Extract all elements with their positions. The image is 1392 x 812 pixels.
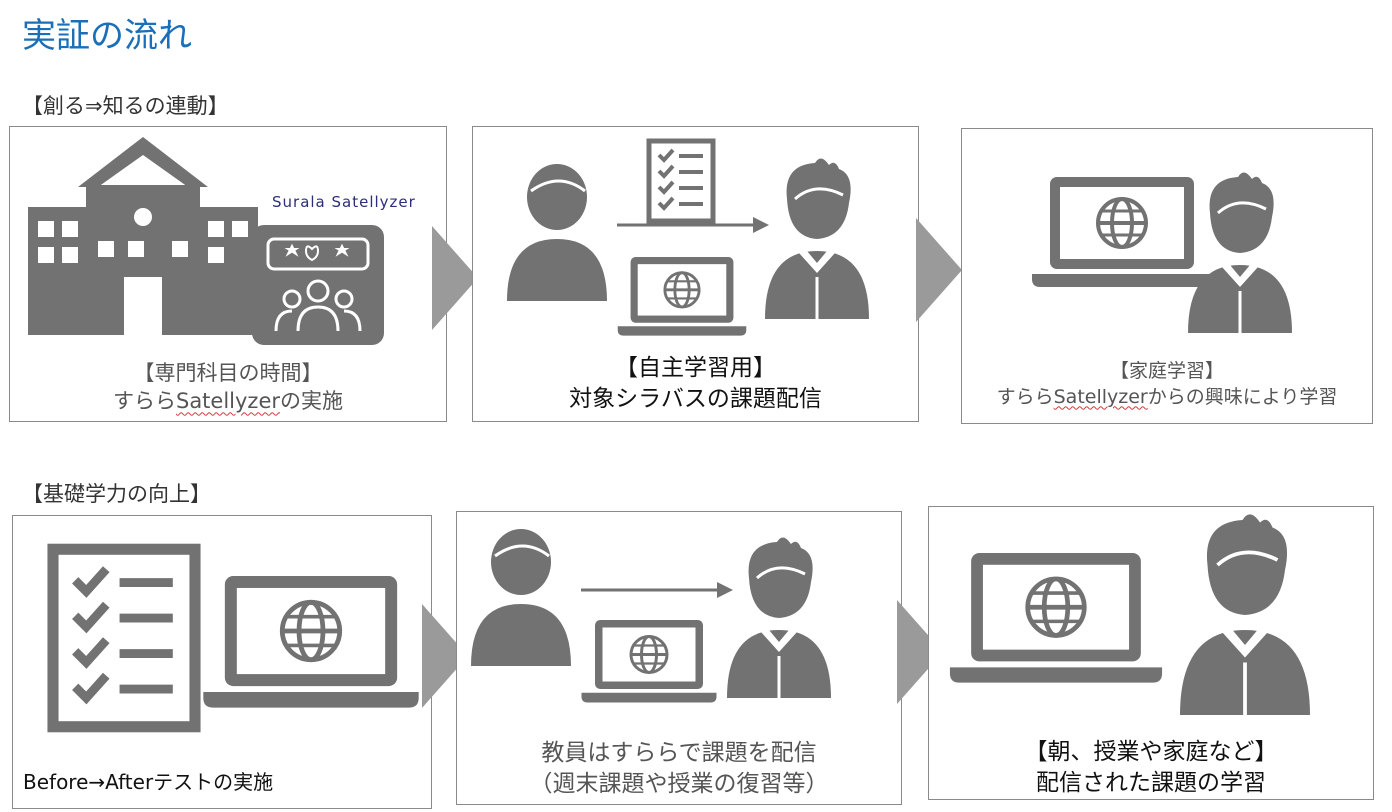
caption-line1: 【家庭学習】 bbox=[1109, 360, 1224, 382]
student-icon bbox=[1178, 512, 1312, 717]
surala-satellyzer-logo: Surala Satellyzer bbox=[272, 193, 416, 211]
caption-line1: 【専門科目の時間】 bbox=[133, 361, 323, 385]
step-box-specialized-subject: Surala Satellyzer 【専門科目の時間】 すららSatellyze… bbox=[9, 126, 447, 422]
laptop-globe-icon bbox=[580, 618, 718, 704]
caption-line1: 【朝、授業や家庭など】 bbox=[1024, 739, 1278, 765]
step-caption: 教員はすららで課題を配信 （週末課題や授業の復習等） bbox=[457, 738, 901, 800]
caption-line1: 【自主学習用】 bbox=[615, 355, 776, 381]
checklist-icon bbox=[53, 546, 195, 730]
school-building-icon bbox=[28, 137, 258, 335]
step-caption: Before→Afterテストの実施 bbox=[23, 770, 274, 794]
step-box-self-study: 【自主学習用】 対象シラバスの課題配信 bbox=[472, 126, 919, 422]
flow-arrow-icon bbox=[432, 226, 478, 330]
delivery-arrow-icon bbox=[615, 215, 771, 235]
step-box-assignment-study: 【朝、授業や家庭など】 配信された課題の学習 bbox=[928, 506, 1374, 800]
caption-line2: 対象シラバスの課題配信 bbox=[569, 386, 822, 413]
step-caption: 【専門科目の時間】 すららSatellyzerの実施 bbox=[10, 359, 446, 416]
laptop-globe-icon bbox=[203, 576, 419, 710]
step-box-home-study: 【家庭学習】 すららSatellyzerからの興味により学習 bbox=[961, 128, 1373, 424]
student-group-feedback-icon bbox=[252, 225, 384, 345]
step-caption: 【家庭学習】 すららSatellyzerからの興味により学習 bbox=[962, 359, 1372, 410]
teacher-icon bbox=[505, 162, 609, 303]
step-caption: 【自主学習用】 対象シラバスの課題配信 bbox=[473, 353, 918, 415]
teacher-icon bbox=[469, 527, 573, 668]
section-label-create-know: 【創る⇒知るの連動】 bbox=[22, 94, 229, 118]
flow-arrow-icon bbox=[916, 218, 962, 322]
caption-line2: 配信された課題の学習 bbox=[1036, 770, 1266, 797]
step-box-before-after-test: Before→Afterテストの実施 bbox=[12, 515, 432, 809]
checklist-icon bbox=[649, 141, 717, 225]
laptop-globe-icon bbox=[616, 255, 748, 337]
student-icon bbox=[725, 535, 833, 700]
section-label-basic-skills: 【基礎学力の向上】 bbox=[22, 482, 211, 506]
step-caption: 【朝、授業や家庭など】 配信された課題の学習 bbox=[929, 737, 1373, 799]
page-title: 実証の流れ bbox=[22, 16, 192, 56]
caption-line2: すららSatellyzerからの興味により学習 bbox=[996, 385, 1338, 408]
student-icon bbox=[763, 156, 871, 321]
laptop-globe-icon bbox=[1030, 175, 1214, 289]
caption-line2: すららSatellyzerの実施 bbox=[112, 389, 344, 414]
step-box-teacher-delivery: 教員はすららで課題を配信 （週末課題や授業の復習等） bbox=[456, 511, 902, 805]
student-icon bbox=[1186, 170, 1294, 335]
caption-line2: （週末課題や授業の復習等） bbox=[529, 771, 829, 798]
caption-line1: 教員はすららで課題を配信 bbox=[541, 740, 817, 766]
delivery-arrow-icon bbox=[579, 580, 735, 600]
laptop-globe-icon bbox=[949, 553, 1163, 685]
